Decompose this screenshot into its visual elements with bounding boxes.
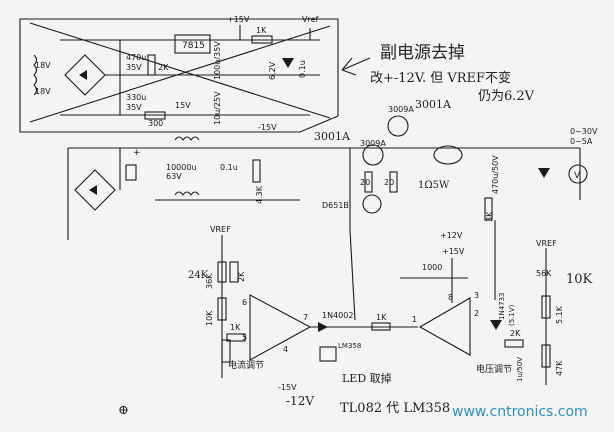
cap-10000u-label: 10000u xyxy=(166,163,197,172)
voltage-adjust-label: 电压调节 xyxy=(476,363,512,375)
current-control-opamp: VREF 36K 2K 24K 10K 1K 6 5 4 7 电流调节 -15V… xyxy=(188,225,418,408)
cap-1000-label: 1000 xyxy=(422,263,442,272)
cap-0u1-mid-label: 0.1u xyxy=(220,163,238,172)
note-change-12v: 改+-12V. 但 VREF不变 xyxy=(370,70,511,86)
resistor-4k3-label: 4.3K xyxy=(255,185,264,204)
zener-1n4733-label: 1N4733 xyxy=(498,292,506,320)
cap-330u-label: 330u xyxy=(126,93,146,102)
pin-7: 7 xyxy=(303,313,308,322)
resistor-20-b-label: 20 xyxy=(384,178,394,187)
diode-1n4002-label: 1N4002 xyxy=(322,311,353,320)
resistor-300-label: 300 xyxy=(148,119,163,128)
pin-5: 5 xyxy=(242,333,247,342)
note-led-removed: LED 取掉 xyxy=(342,371,392,385)
transistor-d651b-label: D651B xyxy=(322,201,349,210)
voltage-control-opamp: 3 2 1 8 +12V +15V 1000 1N4733 (5.1V) 2K … xyxy=(400,220,593,385)
pin-2: 2 xyxy=(474,309,479,318)
cap-10u-label: 10u/25V xyxy=(213,91,222,125)
cap-470u-voltage: 35V xyxy=(126,63,142,72)
transformer-label-2: 18V xyxy=(35,87,51,96)
lm358-label: LM358 xyxy=(338,342,361,350)
cap-470u50v-label: 470u/50V xyxy=(491,155,500,194)
resistor-47k-label: 47K xyxy=(555,360,564,376)
transistor-3009a-left: 3009A xyxy=(360,139,386,148)
watermark-text: www.cntronics.com xyxy=(452,404,588,420)
vref-top-label: Vref xyxy=(302,15,319,24)
pin-4: 4 xyxy=(283,345,288,354)
cap-63v-label: 63V xyxy=(166,172,182,181)
cap-330u-voltage: 35V xyxy=(126,103,142,112)
cap-1u50v-label: 1u/50V xyxy=(516,357,524,382)
plus12v-label: +12V xyxy=(440,231,463,240)
plus15v-bottom-label: +15V xyxy=(442,247,465,256)
resistor-3k-label: 3K xyxy=(485,211,494,222)
note-minus12v: -12V xyxy=(286,394,314,408)
output-current-range: 0~5A xyxy=(570,137,593,146)
transistor-3009a-top: 3009A xyxy=(388,105,414,114)
note-tl082-replaces-lm358: TL082 代 LM358 xyxy=(340,401,450,416)
zener-6v2-label: 6.2V xyxy=(268,61,277,80)
minus15v-top-label: -15V xyxy=(258,123,277,132)
resistor-1k-mid-label: 1K xyxy=(376,313,387,322)
current-adjust-label: 电流调节 xyxy=(228,359,264,371)
output-section: 1Ω5W 470u/50V 3K V 0~30V 0~5A xyxy=(418,127,598,222)
cap-0u1-top-label: 0.1u xyxy=(298,60,307,78)
main-supply: + 10000u 63V 0.1u 4.3K xyxy=(67,136,580,240)
cap-100u-label: 100u/35V xyxy=(213,41,222,80)
resistor-36k-label: 36K xyxy=(205,273,214,289)
note-10k: 10K xyxy=(566,272,593,287)
note-vref-6v2: 仍为6.2V xyxy=(478,89,535,104)
pin-3: 3 xyxy=(474,291,479,300)
voltmeter-label: V xyxy=(574,171,581,181)
vref-right-label: VREF xyxy=(536,239,557,248)
zener-15v-label: 15V xyxy=(175,101,191,110)
vref-left-label: VREF xyxy=(210,225,231,234)
circled-mark: ⊕ xyxy=(118,403,129,418)
resistor-1k-left-label: 1K xyxy=(230,323,241,332)
resistor-1k-top-label: 1K xyxy=(256,26,267,35)
minus15v-bottom-label: -15V xyxy=(278,383,297,392)
pin-6: 6 xyxy=(242,298,247,307)
cap-470u-label: 470u xyxy=(126,53,146,62)
output-voltage-range: 0~30V xyxy=(570,127,598,136)
resistor-2k-right-label: 2K xyxy=(510,329,521,338)
transformer-label-1: 18V xyxy=(35,61,51,70)
auxiliary-supply-box: 18V 18V 470u 35V 330u 35V 2K 7815 +15V 1… xyxy=(19,15,339,133)
resistor-20-a-label: 20 xyxy=(360,178,370,187)
transistor-3001a-note-top: 3001A xyxy=(415,98,452,111)
resistor-10k-left-label: 10K xyxy=(205,310,214,326)
zener-5v1-label: (5.1V) xyxy=(508,304,516,326)
regulator-7815-label: 7815 xyxy=(182,41,205,51)
resistor-2k-left-label: 2K xyxy=(237,271,246,282)
plus-sign: + xyxy=(133,148,141,158)
resistor-56k-label: 56K xyxy=(536,269,552,278)
darlington-stage: 3009A 3001A 3001A 3009A 20 20 D651B xyxy=(314,98,452,321)
resistor-5k1-label: 5.1K xyxy=(555,305,564,324)
resistor-2k-top-label: 2K xyxy=(158,63,169,72)
note-24k: 24K xyxy=(188,270,209,281)
pin-1: 1 xyxy=(412,315,417,324)
transistor-3001a-note-left: 3001A xyxy=(314,130,351,143)
shunt-resistor-label: 1Ω5W xyxy=(418,180,450,191)
note-remove-aux: 副电源去掉 xyxy=(380,43,465,63)
pin-8: 8 xyxy=(448,293,453,302)
plus15v-top-label: +15V xyxy=(227,15,250,24)
